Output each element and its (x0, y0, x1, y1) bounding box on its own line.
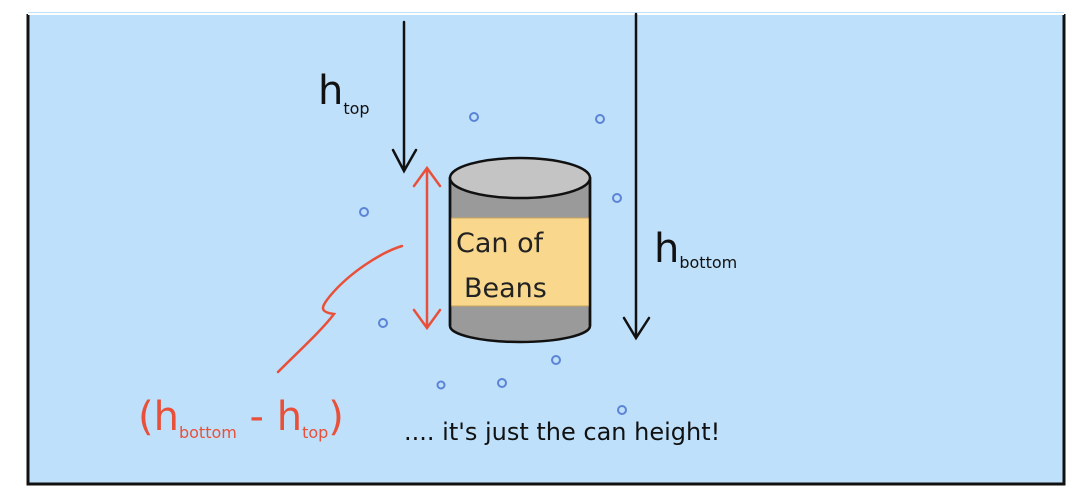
bubble (436, 380, 446, 390)
bubble (551, 355, 561, 365)
can-label-line2: Beans (464, 273, 547, 304)
can-label-line1: Can of (456, 228, 545, 259)
can-label (450, 218, 590, 306)
bubble (378, 318, 388, 328)
h-bottom-arrow (622, 12, 651, 341)
formula-label: (hbottom - htop) (138, 394, 344, 442)
bubble (497, 378, 507, 388)
leader-squiggle (276, 244, 404, 374)
h-bottom-label: hbottom (654, 226, 737, 272)
h-top-arrow (391, 20, 418, 174)
tank-outline (26, 14, 1066, 486)
caption-text: .... it's just the can height! (404, 418, 720, 446)
bubble (595, 114, 605, 124)
can-top (448, 156, 592, 200)
bubble (359, 207, 369, 217)
bubble (612, 193, 622, 203)
bubble (469, 112, 479, 122)
bubble (617, 405, 627, 415)
h-top-label: htop (318, 68, 370, 118)
can-of-beans: Can of Beans (448, 156, 592, 344)
bubbles (359, 112, 627, 415)
can-height-arrow (412, 165, 442, 331)
